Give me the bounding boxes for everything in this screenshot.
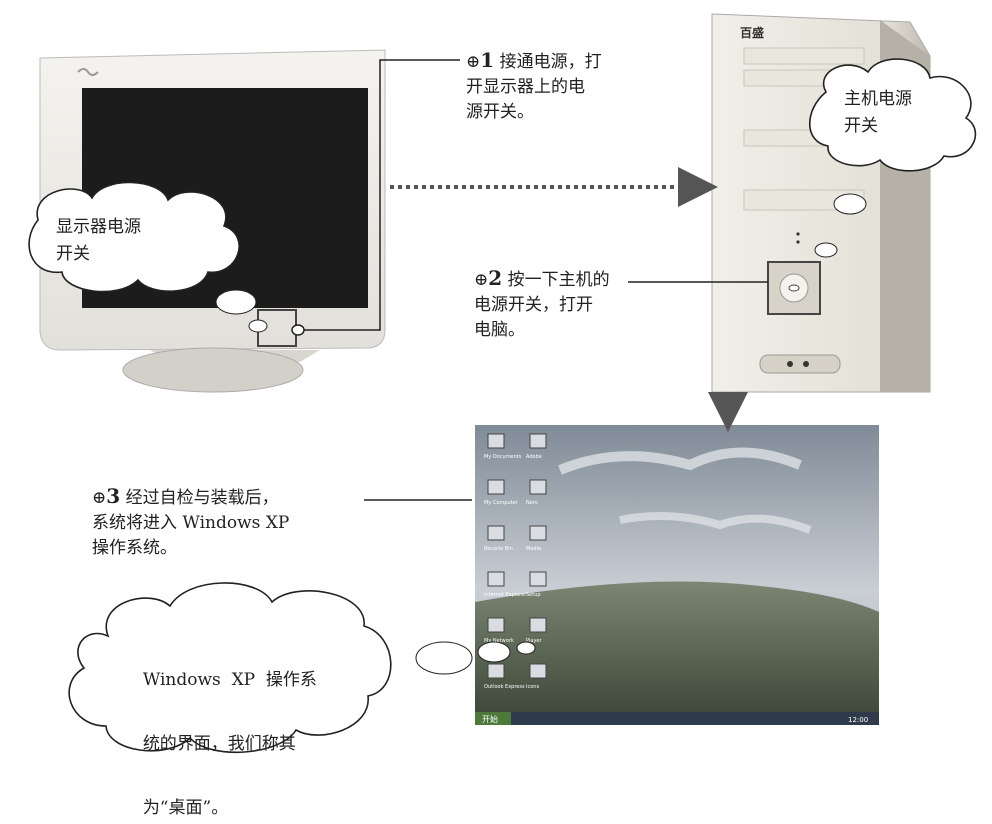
desktop-icon[interactable]: Icons: [526, 663, 547, 690]
step-1-line-1: 接通电源，打: [499, 52, 602, 72]
taskbar-start-button: [475, 712, 511, 725]
tower-port-2: [803, 361, 809, 367]
desktop-icon-image: [529, 525, 547, 541]
desktop-icon-label: Adobe: [526, 454, 542, 460]
step-2-number: 2: [488, 266, 503, 290]
step-3-text: ⊕3 经过自检与装载后， 系统将进入 Windows XP 操作系统。: [92, 484, 372, 561]
taskbar-clock: 12:00: [848, 716, 868, 724]
step-3-line-3: 操作系统。: [92, 538, 177, 558]
desktop-icon-label: My Network: [484, 638, 514, 644]
desktop-icon-image: [529, 433, 547, 449]
desktop-icon-image: [487, 479, 505, 495]
desktop-icon-label: Recycle Bin: [484, 546, 513, 552]
step-1-line-2: 开显示器上的电: [466, 77, 585, 97]
desktop-icon[interactable]: Nero: [526, 479, 547, 506]
step-3-line-2: 系统将进入 Windows XP: [92, 513, 290, 533]
cloud-monitor-switch-text: 显示器电源 开关: [56, 214, 141, 268]
desktop-icon[interactable]: Player: [526, 617, 547, 644]
desktop-icon[interactable]: Outlook Express: [484, 663, 525, 690]
desktop-icon-image: [487, 525, 505, 541]
cloud-desktop-bubble-1: [415, 641, 473, 675]
cloud-monitor-switch-line-1: 显示器电源: [56, 217, 141, 237]
tower-callout-dot-1: [833, 193, 867, 215]
desktop-icon[interactable]: My Network: [484, 617, 514, 644]
cloud-desktop-bubble-2: [477, 641, 511, 663]
step-3-number: 3: [106, 484, 121, 508]
cloud-desktop-line-1: Windows XP 操作系: [142, 670, 317, 690]
taskbar-start-label: 开始: [482, 714, 498, 724]
desktop-icon-label: My Documents: [484, 454, 522, 460]
cloud-desktop-line-3: 为“桌面”。: [142, 798, 229, 818]
step-2-line-1: 按一下主机的: [507, 270, 610, 290]
tower-callout-dot-2: [814, 242, 838, 258]
cloud-desktop-bubble-3: [516, 641, 536, 655]
desktop-icon-image: [487, 617, 505, 633]
step-1-line-3: 源开关。: [466, 102, 534, 122]
desktop-icon[interactable]: My Documents: [484, 433, 522, 460]
tower-front-ports: [759, 354, 841, 374]
step-2-line-3: 电脑。: [474, 320, 525, 340]
desktop-icon-image: [487, 663, 505, 679]
cloud-monitor-switch: [28, 181, 240, 293]
desktop-icon[interactable]: Recycle Bin: [484, 525, 513, 552]
desktop-icon-label: Setup: [526, 592, 541, 598]
step-2-marker: ⊕: [474, 270, 489, 290]
desktop-icon-image: [529, 663, 547, 679]
xp-desktop-screenshot: 开始 12:00 My Documents Adobe My Computer Ner…: [475, 425, 879, 725]
connector-step1-to-monitor: [304, 59, 460, 331]
cloud-host-switch-line-1: 主机电源: [844, 89, 912, 109]
desktop-icon[interactable]: Media: [526, 525, 547, 552]
desktop-icon[interactable]: Setup: [526, 571, 547, 598]
desktop-icon-label: Media: [526, 546, 541, 552]
desktop-icon-label: Outlook Express: [484, 684, 525, 690]
desktop-icon-label: Nero: [526, 500, 538, 506]
desktop-icon-image: [529, 479, 547, 495]
monitor-logo-icon: [77, 68, 99, 76]
step-3-marker: ⊕: [92, 488, 107, 508]
step-1-number: 1: [480, 48, 495, 72]
cloud-streak-1: [558, 447, 802, 475]
cloud-host-switch: [808, 58, 977, 172]
desktop-icon[interactable]: Adobe: [526, 433, 547, 460]
desktop-taskbar: [475, 712, 879, 725]
cloud-desktop-text: Windows XP 操作系 统的界面，我们称其 为“桌面”。: [132, 632, 317, 824]
cloud-desktop: [68, 582, 392, 754]
cloud-streak-2: [619, 512, 812, 534]
monitor-power-dot: [291, 324, 305, 336]
step-1-marker: ⊕: [466, 52, 481, 72]
step-2-text: ⊕2 按一下主机的 电源开关，打开 电脑。: [474, 266, 654, 343]
cloud-monitor-switch-line-2: 开关: [56, 244, 90, 264]
step-3-line-1: 经过自检与装载后，: [125, 488, 279, 508]
cloud-host-switch-text: 主机电源 开关: [844, 86, 912, 140]
desktop-icon[interactable]: Internet Explorer: [484, 571, 527, 598]
tower-drive-bay-1: [743, 47, 865, 65]
desktop-icon-image: [529, 571, 547, 587]
desktop-icon-label: Player: [526, 638, 543, 644]
desktop-icon-image: [529, 617, 547, 633]
cloud-desktop-line-2: 统的界面，我们称其: [142, 734, 296, 754]
desktop-icon-label: Internet Explorer: [484, 592, 527, 598]
tower-brand: 百盛: [740, 26, 765, 40]
desktop-icon-image: [487, 571, 505, 587]
desktop-icon[interactable]: My Computer: [484, 479, 519, 506]
desktop-hill: [475, 581, 879, 712]
tower-power-dot: [788, 284, 800, 292]
step-2-line-2: 电源开关，打开: [474, 295, 593, 315]
tower-led-2: [796, 240, 800, 244]
cloud-monitor-bubble-2: [248, 319, 268, 333]
tower-led-1: [796, 232, 800, 236]
desktop-icon-label: Icons: [526, 684, 539, 690]
desktop-icon-image: [487, 433, 505, 449]
cloud-host-switch-line-2: 开关: [844, 116, 878, 136]
cloud-monitor-bubble-1: [215, 289, 257, 315]
step-1-text: ⊕1 接通电源，打 开显示器上的电 源开关。: [466, 48, 676, 125]
monitor-base: [122, 347, 304, 393]
tower-port-1: [787, 361, 793, 367]
desktop-icon-label: My Computer: [484, 500, 519, 506]
